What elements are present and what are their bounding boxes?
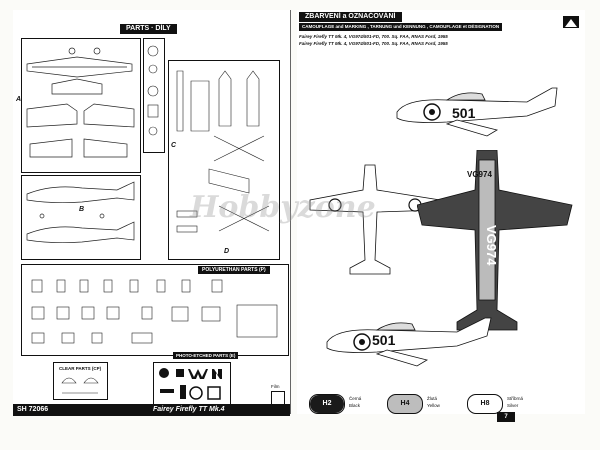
sprue-b-drawing <box>26 181 135 244</box>
sprue-d-frame <box>168 60 280 260</box>
clear-parts-drawing <box>61 377 99 394</box>
polyurethan-frame <box>21 264 289 356</box>
color-h8-name-en: Silver <box>507 403 519 408</box>
color-h4-name-en: Yellow <box>427 403 440 408</box>
clear-parts-frame <box>53 362 108 400</box>
sprue-b-frame <box>21 175 141 260</box>
photo-etched-drawing <box>159 368 222 400</box>
aircraft-underside-view: VG974 <box>417 150 573 331</box>
sprue-d-drawing <box>176 70 270 233</box>
scheme-1-caption: Fairey Firefly TT Mk. 4, VG974/501-FD, 7… <box>299 34 448 39</box>
sprue-c-frame <box>143 38 165 153</box>
sprue-label-b: B <box>79 206 85 213</box>
film-swatch <box>271 391 285 405</box>
svg-text:VG974: VG974 <box>484 225 499 266</box>
color-h4-name-cz: Žlutá <box>427 396 438 401</box>
sprue-a-frame <box>21 38 141 173</box>
polyurethan-parts-drawing <box>31 279 278 344</box>
color-h8-name-cz: Stříbrná <box>507 396 524 401</box>
color-chip-h2-code: H2 <box>310 395 344 413</box>
camouflage-subtitle: CAMOUFLAGE and MARKING , TARNUNG und KEN… <box>299 23 503 31</box>
camouflage-title: ZBARVENÍ a OZNAČOVÁNÍ <box>299 12 402 22</box>
color-chip-h8-code: H8 <box>480 400 490 407</box>
page-number: 7 <box>497 412 515 422</box>
aircraft-code-upper: 501 <box>452 105 476 121</box>
photo-etched-title: PHOTO-ETCHED PARTS (E) <box>173 352 239 359</box>
watermark: Hobbyzone <box>190 190 376 225</box>
film-label: Film <box>271 384 280 389</box>
camouflage-page: ZBARVENÍ a OZNAČOVÁNÍ CAMOUFLAGE and MAR… <box>297 10 585 422</box>
clear-parts-title: CLEAR PARTS (CP) <box>59 366 102 371</box>
parts-page: PARTS · DÍLY A B <box>13 10 291 414</box>
color-chip-h8: H8 <box>467 394 503 414</box>
kit-code: SH 72066 <box>17 406 49 413</box>
aircraft-side-view-2 <box>326 317 492 367</box>
parts-footer: SH 72066 Fairey Firefly TT Mk.4 <box>13 404 290 416</box>
polyurethan-title: POLYURETHAN PARTS (P) <box>198 266 270 274</box>
brand-logo <box>563 16 579 28</box>
color-chip-h4: H4 <box>387 394 423 414</box>
aircraft-code-lower: 501 <box>372 332 396 348</box>
kit-title: Fairey Firefly TT Mk.4 <box>153 406 225 413</box>
sprue-c-drawing <box>147 45 159 136</box>
color-h2-name-cz: Černá <box>349 396 362 401</box>
scheme-2-caption: Fairey Firefly TT Mk. 4, VG974/501-FD, 7… <box>299 41 448 46</box>
sprue-label-c: C <box>171 142 177 149</box>
aircraft-side-view-1 <box>396 87 558 137</box>
serial-code-underside: VG974 <box>467 170 492 179</box>
sprue-label-d: D <box>224 248 230 255</box>
color-chip-h2: H2 <box>309 394 345 414</box>
parts-title: PARTS · DÍLY <box>120 24 177 34</box>
color-h2-name-en: Black <box>349 403 361 408</box>
sprue-label-a: A <box>16 96 22 103</box>
sprue-a-drawing <box>26 47 135 158</box>
color-chip-h4-code: H4 <box>400 400 410 407</box>
